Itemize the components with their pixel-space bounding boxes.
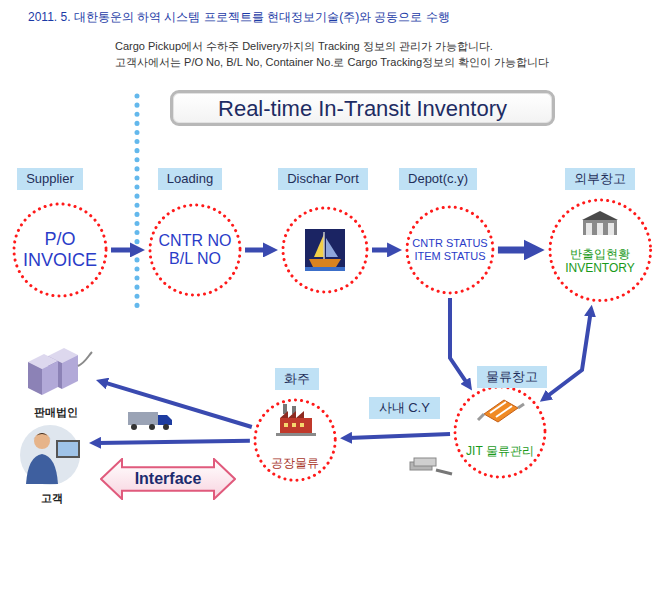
icon-caption: 고객 xyxy=(41,491,63,505)
dotted-circle xyxy=(255,400,335,480)
flow-arrow xyxy=(372,247,392,252)
icon-node: 판매법인 xyxy=(18,345,93,420)
stage-circle: LoadingCNTR NO B/L NO xyxy=(148,168,242,297)
stage-circle: Dischar Port xyxy=(278,168,369,294)
flow-arrow xyxy=(245,247,267,252)
note-text: Cargo Pickup에서 수하주 Delivery까지의 Tracking … xyxy=(115,40,493,54)
flow-arrow xyxy=(498,246,530,253)
double-arrow-outline xyxy=(101,459,235,499)
flow-arrow xyxy=(97,441,249,443)
factory-icon xyxy=(276,404,316,436)
stage-heading: 물류창고 xyxy=(477,366,547,388)
note-text: 고객사에서는 P/O No, B/L No, Container No.로 Ca… xyxy=(115,56,549,70)
stage-text: CNTR STATUS ITEM STATUS xyxy=(410,237,490,262)
boundary-dots xyxy=(135,96,140,312)
port-picture xyxy=(305,229,345,271)
dotted-circle xyxy=(550,200,651,301)
flow-arrow xyxy=(348,434,450,438)
stage-text: 공장물류 xyxy=(271,457,319,471)
flow-arrow xyxy=(450,298,467,384)
warehouse-icon xyxy=(582,211,618,235)
edge-label: 사내 C.Y xyxy=(369,397,440,419)
stage-heading: 화주 xyxy=(275,368,319,390)
server-icon xyxy=(28,348,92,395)
page-title: 2011. 5. 대한통운의 하역 시스템 프로젝트를 현대정보기술(주)와 공… xyxy=(28,10,450,25)
icon-node: 고객 xyxy=(18,420,86,506)
flow-arrow xyxy=(547,313,591,397)
dotted-circle-outline xyxy=(453,385,547,479)
dotted-circle-outline xyxy=(281,206,369,294)
customer-icon xyxy=(20,425,80,485)
stage-circle: SupplierP/O INVOICE xyxy=(12,168,108,298)
stage-circle: 물류창고 JIT 물류관리 xyxy=(453,366,547,479)
parts-icon xyxy=(410,458,452,474)
flow-arrow xyxy=(104,382,252,427)
dotted-circle xyxy=(14,204,106,296)
dotted-circle-outline xyxy=(148,203,242,297)
stage-heading: Loading xyxy=(158,168,222,190)
dotted-circle xyxy=(150,205,240,295)
truck-icon xyxy=(128,412,172,430)
stage-heading: Supplier xyxy=(17,168,83,190)
interface-arrow: Interface xyxy=(100,458,236,500)
stage-heading: Dischar Port xyxy=(278,168,368,190)
flow-arrow xyxy=(111,247,134,252)
icon-caption: 판매법인 xyxy=(34,405,78,419)
title-box: Real-time In-Transit Inventory xyxy=(170,90,555,126)
stage-circle: Depot(c.y) CNTR STATUS ITEM STATUS xyxy=(399,168,495,295)
dotted-circle xyxy=(407,207,493,293)
dotted-circle xyxy=(283,208,367,292)
stage-text: 반출입현황 INVENTORY xyxy=(558,248,642,276)
stage-text: CNTR NO B/L NO xyxy=(155,232,235,269)
stage-text: JIT 물류관리 xyxy=(466,445,534,459)
dotted-circle-outline xyxy=(12,202,108,298)
stage-heading: Depot(c.y) xyxy=(399,168,477,190)
dotted-circle xyxy=(455,387,545,477)
dotted-circle-outline xyxy=(405,205,495,295)
jit-part-icon xyxy=(478,400,524,422)
title-text: Real-time In-Transit Inventory xyxy=(218,96,507,122)
stage-circle: 외부창고반출입현황 INVENTORY xyxy=(548,168,653,302)
stage-text: P/O INVOICE xyxy=(20,229,100,270)
interface-text: Interface xyxy=(135,470,202,488)
stage-heading: 외부창고 xyxy=(565,168,635,190)
stage-circle: 화주공장물류 xyxy=(253,368,337,482)
